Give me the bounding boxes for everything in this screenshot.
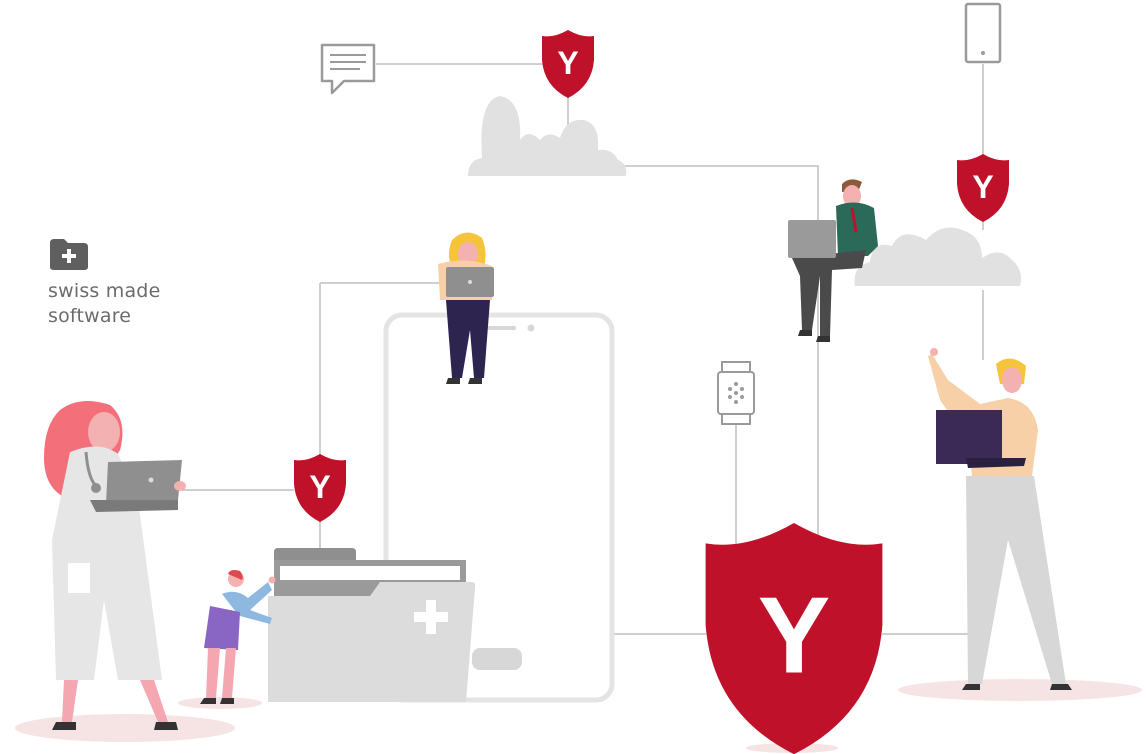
y-shield-icon: Y xyxy=(542,30,594,98)
y-shield-icon: Y xyxy=(294,454,346,522)
cloud-icon xyxy=(854,227,1021,286)
brand-line-2: software xyxy=(48,305,132,327)
medical-folder-icon xyxy=(268,548,476,702)
y-shield-icon: Y xyxy=(957,154,1009,222)
medical-folder-plus-icon xyxy=(48,237,90,271)
brand-block: swiss made software xyxy=(48,237,188,329)
floor-shadow xyxy=(898,679,1142,701)
large-y-shield-icon: Y xyxy=(705,523,883,754)
man-sitting-on-cloud-figure xyxy=(788,179,878,342)
smartwatch-icon xyxy=(717,361,755,425)
shield-letter: Y xyxy=(972,169,993,205)
shield-letter: Y xyxy=(557,45,578,81)
mobile-phone-icon xyxy=(964,2,1002,64)
person-pushing-folder-figure xyxy=(200,570,276,704)
woman-sitting-with-laptop-figure xyxy=(438,232,494,384)
cloud-icon xyxy=(468,96,627,176)
woman-standing-with-laptop-figure xyxy=(928,348,1072,690)
chat-bubble-icon xyxy=(320,43,376,95)
shield-letter: Y xyxy=(309,469,330,505)
connector-lines xyxy=(182,63,984,635)
brand-line-1: swiss made xyxy=(48,280,161,302)
floor-shadow xyxy=(15,714,235,742)
floor-shadow xyxy=(178,697,262,709)
doctor-with-laptop-figure xyxy=(44,401,186,730)
shield-letter: Y xyxy=(758,576,831,697)
